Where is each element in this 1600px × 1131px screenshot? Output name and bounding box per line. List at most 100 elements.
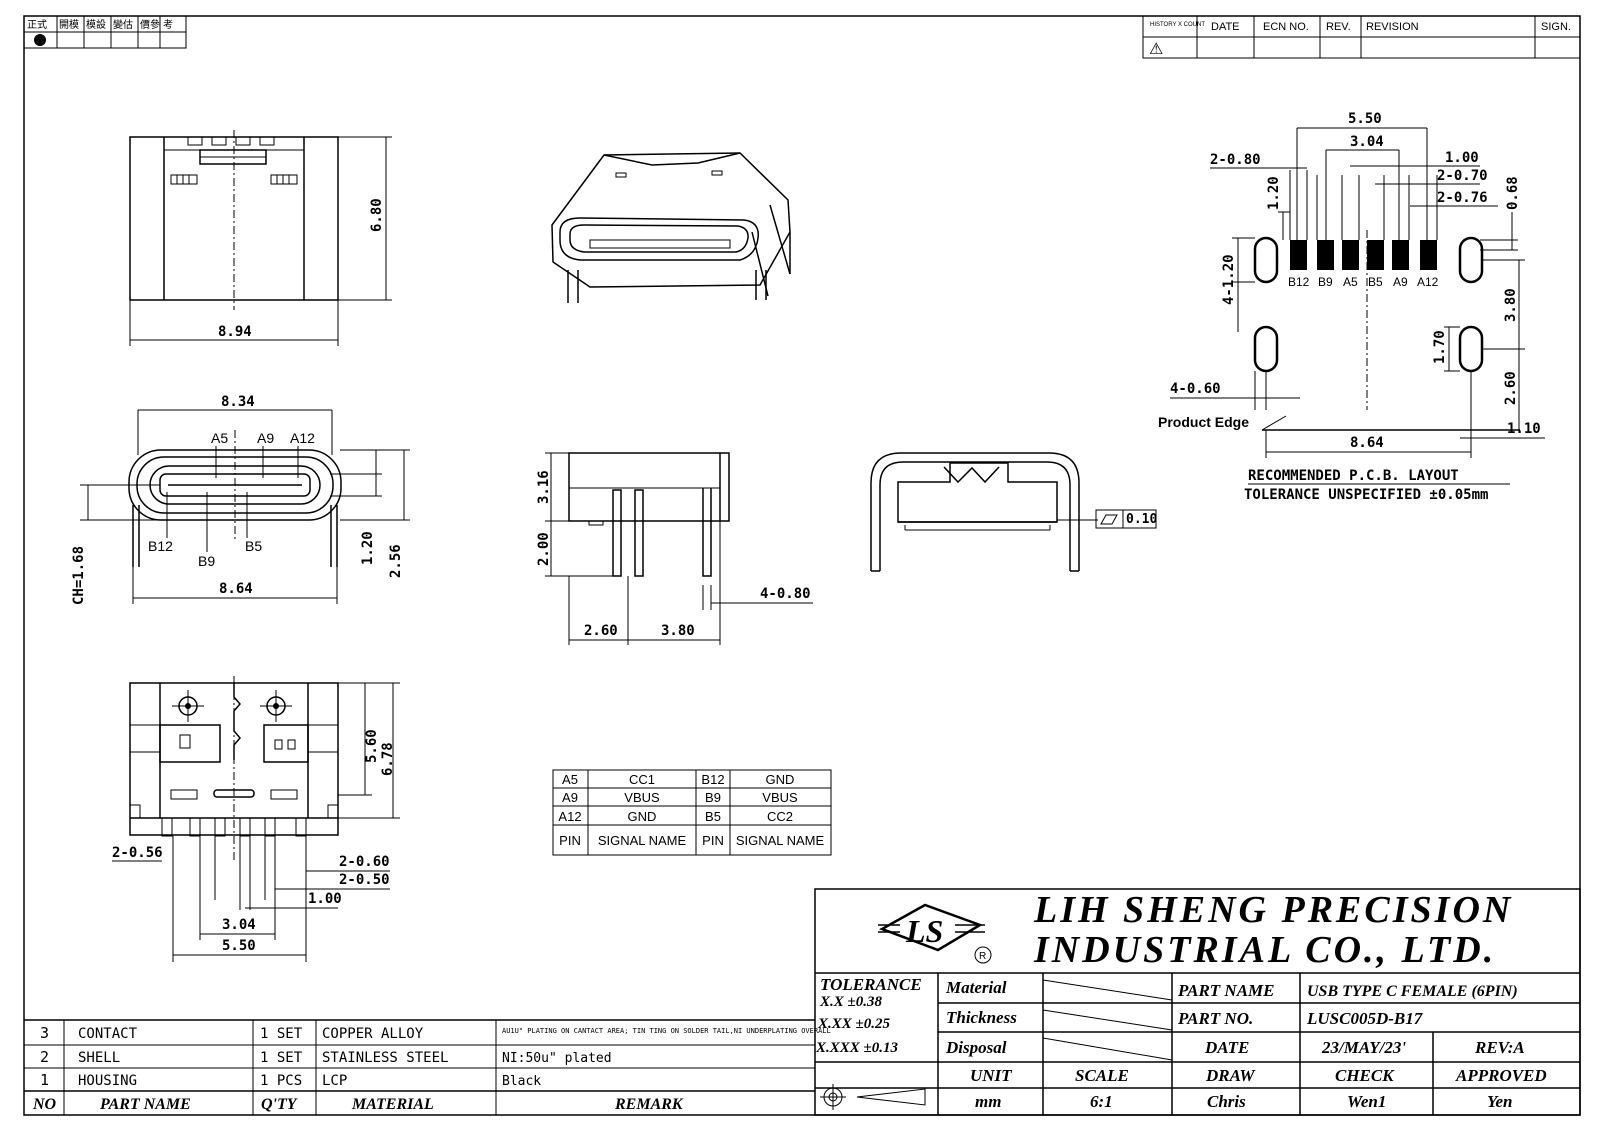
material-label: Material <box>945 978 1007 997</box>
bom-r1-material: STAINLESS STEEL <box>322 1050 448 1066</box>
pin-label-b5: B5 <box>245 538 262 554</box>
pcb-380-dim: 3.80 <box>1503 288 1519 322</box>
pin-table-r0c0: A5 <box>562 772 578 787</box>
bottom-view-060-dim: 2-0.60 <box>339 854 390 870</box>
company-logo-icon: LS R <box>878 903 992 964</box>
side-view-pin-dim: 4-0.80 <box>760 586 811 602</box>
stamp-label-1: 開模 <box>59 19 79 31</box>
pin-table-r2c3: CC2 <box>767 809 793 824</box>
pcb-layout-tolerance: TOLERANCE UNSPECIFIED ±0.05mm <box>1244 487 1488 503</box>
bom-r2-material: LCP <box>322 1073 347 1089</box>
pin-table-r3c3: SIGNAL NAME <box>736 833 825 848</box>
bom-r0-remark: AU1U" PLATING ON CANTACT AREA; TIN TING … <box>502 1027 831 1035</box>
bom-r0-no: 3 <box>40 1024 49 1042</box>
bom-r1-qty: 1 SET <box>260 1050 303 1066</box>
pcb-864-dim: 8.64 <box>1350 435 1384 451</box>
draw-label: DRAW <box>1205 1066 1256 1085</box>
front-view-256-dim: 2.56 <box>388 544 404 578</box>
rev-value: REV:A <box>1474 1038 1525 1057</box>
pcb-pad-b5 <box>1367 240 1384 270</box>
pin-table-r3c1: SIGNAL NAME <box>598 833 687 848</box>
stamp-label-2: 模設 <box>86 18 106 31</box>
pcb-110-dim: 1.10 <box>1507 421 1541 437</box>
bom-header-qty: Q'TY <box>261 1096 298 1113</box>
isometric-view <box>551 152 791 303</box>
bom-header-material: MATERIAL <box>351 1096 434 1113</box>
draw-value: Chris <box>1207 1092 1246 1111</box>
bom-header-part: PART NAME <box>99 1096 191 1113</box>
pcb-2-076-dim: 2-0.76 <box>1437 190 1488 206</box>
pin-table-r2c1: GND <box>628 809 657 824</box>
pin-table-r1c0: A9 <box>562 790 578 805</box>
date-label: DATE <box>1204 1038 1249 1057</box>
history-count-label: HISTORY X COUNT <box>1150 22 1205 28</box>
bom-r2-remark: Black <box>502 1074 541 1089</box>
bom-r1-part: SHELL <box>78 1050 120 1066</box>
bottom-view-050-dim: 2-0.50 <box>339 872 390 888</box>
pcb-pad-label-b5: B5 <box>1368 275 1383 289</box>
bom-r2-qty: 1 PCS <box>260 1073 302 1089</box>
top-view: 8.94 6.80 <box>129 130 392 346</box>
warning-triangle-icon: ⚠ <box>1149 41 1163 58</box>
approved-dot-icon <box>34 34 46 46</box>
pcb-pad-a9 <box>1392 240 1409 270</box>
part-no-label: PART NO. <box>1177 1009 1253 1028</box>
pin-table-r1c1: VBUS <box>624 790 660 805</box>
side-view-200-dim: 2.00 <box>536 532 552 566</box>
projection-symbol-icon <box>820 1084 926 1110</box>
pin-table-r3c0: PIN <box>559 833 581 848</box>
pcb-pad-label-b12: B12 <box>1288 275 1310 289</box>
unit-label: UNIT <box>970 1066 1012 1085</box>
pcb-pad-a12 <box>1420 240 1437 270</box>
ecn-no-header: ECN NO. <box>1263 21 1309 33</box>
pin-table-r0c1: CC1 <box>629 772 655 787</box>
bom-r0-part: CONTACT <box>78 1026 138 1042</box>
pin-table-r1c3: VBUS <box>762 790 798 805</box>
pcb-pad-label-a5: A5 <box>1343 275 1358 289</box>
revision-header: REVISION <box>1366 21 1419 33</box>
side-view-260-dim: 2.60 <box>584 623 618 639</box>
pin-table-r1c2: B9 <box>705 790 721 805</box>
tolerance-label: TOLERANCE <box>820 975 922 994</box>
rev-header: REV. <box>1326 21 1351 33</box>
pcb-pad-a5 <box>1342 240 1359 270</box>
tolerance-x: X.X ±0.38 <box>819 994 882 1010</box>
approval-stamp-box: 正式 開模 模設 變估 價參 考 <box>23 15 187 49</box>
front-view: 8.34 A5 A9 A12 B12 B9 B5 8.64 CH=1.68 1.… <box>71 394 410 605</box>
bom-r1-no: 2 <box>40 1048 49 1066</box>
pcb-170-dim: 1.70 <box>1432 330 1448 364</box>
front-view-120-dim: 1.20 <box>360 531 376 565</box>
pin-table-r2c2: B5 <box>705 809 721 824</box>
pin-label-b9: B9 <box>198 553 215 569</box>
pcb-304-dim: 3.04 <box>1350 134 1384 150</box>
pcb-2-080-dim: 2-0.80 <box>1210 152 1261 168</box>
sign-header: SIGN. <box>1541 21 1571 33</box>
bottom-view-100-dim: 1.00 <box>308 891 342 907</box>
rev-date-header: DATE <box>1211 21 1240 33</box>
pcb-550-dim: 5.50 <box>1348 111 1382 127</box>
pcb-pad-label-a12: A12 <box>1417 275 1439 289</box>
tolerance-xxx: X.XXX ±0.13 <box>815 1040 899 1056</box>
unit-value: mm <box>975 1092 1001 1111</box>
pin-signal-table: A5 CC1 B12 GND A9 VBUS B9 VBUS A12 GND B… <box>552 769 832 856</box>
drawing-border <box>23 15 1581 1116</box>
part-name-label: PART NAME <box>1177 981 1275 1000</box>
pcb-100-dim: 1.00 <box>1445 150 1479 166</box>
bottom-view-560-dim: 5.60 <box>364 729 380 763</box>
pcb-product-edge-label: Product Edge <box>1158 414 1249 430</box>
part-no-value: LUSC005D-B17 <box>1306 1009 1424 1028</box>
rear-view: 0.10 <box>870 452 1157 572</box>
pcb-4-060-dim: 4-0.60 <box>1170 381 1221 397</box>
pcb-layout: B12 B9 A5 B5 A9 A12 5.50 3.04 2-0.80 1.0… <box>1158 111 1545 503</box>
thickness-label: Thickness <box>946 1008 1017 1027</box>
svg-text:R: R <box>979 951 986 962</box>
svg-text:LS: LS <box>905 913 943 949</box>
side-view: 3.16 2.00 2.60 3.80 4-0.80 <box>536 452 813 645</box>
pcb-pad-label-b9: B9 <box>1318 275 1333 289</box>
pcb-pad-b9 <box>1317 240 1334 270</box>
date-value: 23/MAY/23' <box>1321 1038 1406 1057</box>
approved-label: APPROVED <box>1455 1066 1547 1085</box>
bom-r1-remark: NI:50u" plated <box>502 1051 612 1066</box>
flatness-value: 0.10 <box>1126 512 1157 527</box>
